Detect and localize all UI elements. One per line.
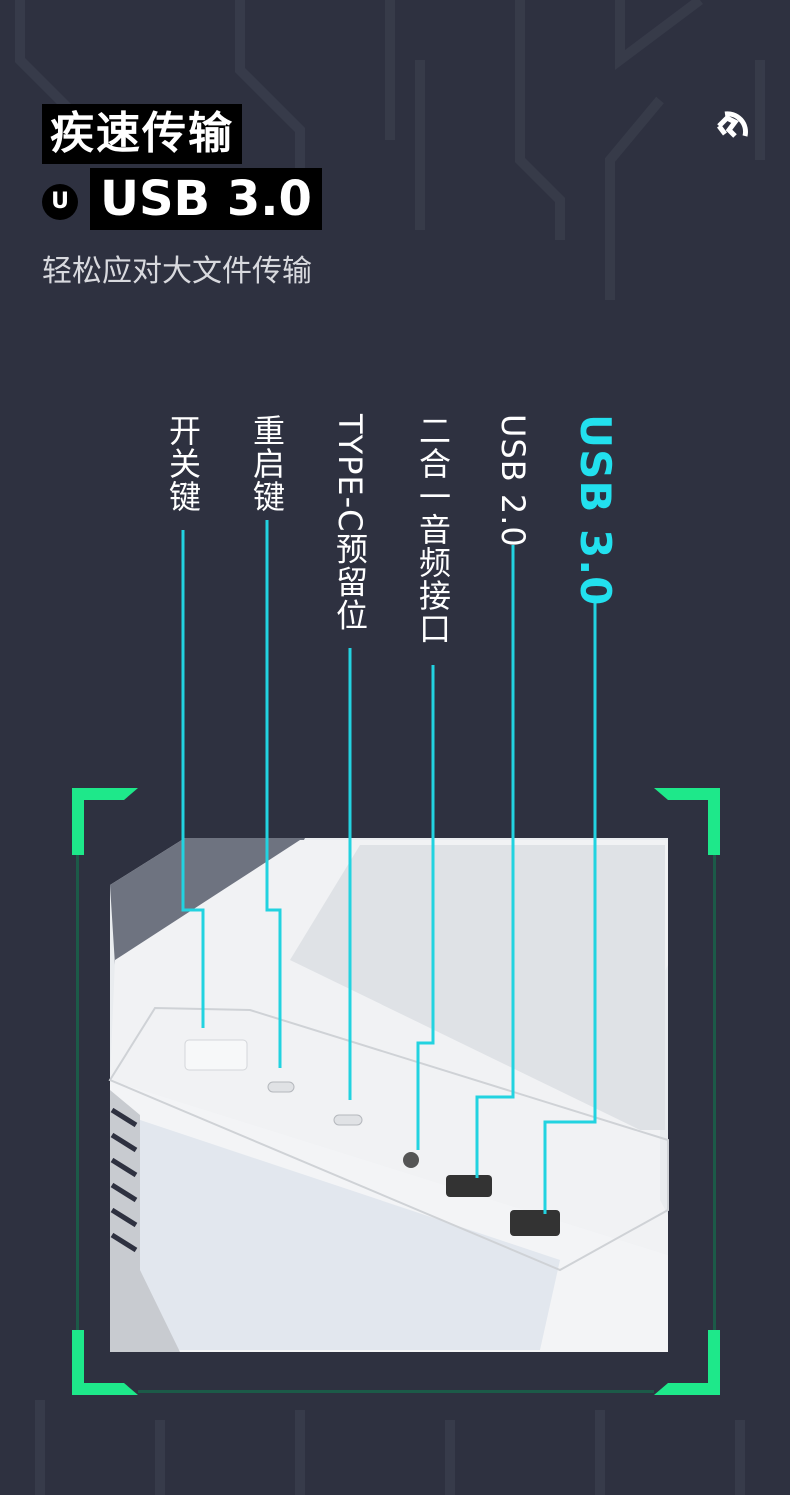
label-power-switch: 开关键 — [164, 414, 202, 513]
label-usb2: USB 2.0 — [494, 414, 532, 548]
label-typec: TYPE-C预留位 — [331, 414, 369, 632]
page-title: 疾速传输 — [42, 104, 242, 164]
leader-lines — [181, 520, 597, 1214]
power-button — [184, 1039, 248, 1071]
label-usb3: USB 3.0 — [571, 414, 620, 607]
tagline: 轻松应对大文件传输 — [42, 254, 312, 289]
usb-badge-title: USB 3.0 — [90, 168, 322, 230]
label-audio: 二合一音频接口 — [414, 414, 452, 645]
usb3-port — [510, 1210, 560, 1236]
typec-slot — [333, 1114, 363, 1126]
usb2-port — [446, 1175, 492, 1197]
label-reset-button: 重启键 — [248, 414, 286, 513]
usb-badge-icon: U — [42, 184, 78, 220]
reset-button — [267, 1081, 295, 1093]
audio-jack — [403, 1152, 419, 1168]
frame-brackets — [72, 788, 720, 1395]
brand-logo-icon — [717, 111, 748, 138]
